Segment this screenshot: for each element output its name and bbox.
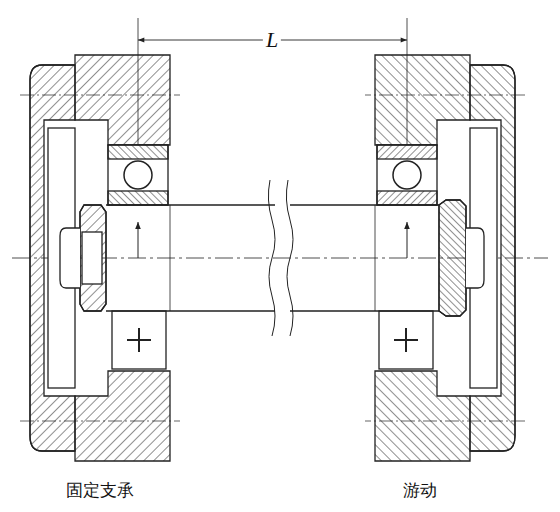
fixed-support [20, 55, 180, 461]
retaining-ring [439, 200, 466, 316]
outer-ring [108, 145, 168, 159]
housing [75, 55, 170, 145]
nut-section [82, 232, 102, 284]
break-line [286, 180, 293, 336]
bearing-symbol [112, 311, 166, 369]
extension-line [138, 18, 139, 145]
break-line [268, 180, 275, 336]
lock-nut [80, 205, 106, 311]
support-label: 游动 [400, 481, 440, 500]
shaft-step [375, 205, 376, 311]
retaining-ring [439, 200, 466, 316]
dimension-label: L [263, 28, 281, 52]
shaft-end [60, 228, 80, 288]
bolt-axis [20, 95, 180, 96]
ball-bearing [108, 145, 168, 205]
inner-ring [108, 191, 168, 205]
bearing-symbol [127, 339, 151, 341]
housing [75, 371, 170, 461]
lock-nut [80, 205, 106, 311]
shaft-step [170, 205, 171, 311]
shaft-end [466, 228, 484, 288]
support-label: 固定支承 [63, 481, 137, 500]
ball [124, 161, 152, 189]
extension-line [407, 18, 408, 145]
load-arrow [138, 222, 139, 258]
bolt-axis [20, 421, 180, 422]
floating-support [365, 55, 525, 461]
